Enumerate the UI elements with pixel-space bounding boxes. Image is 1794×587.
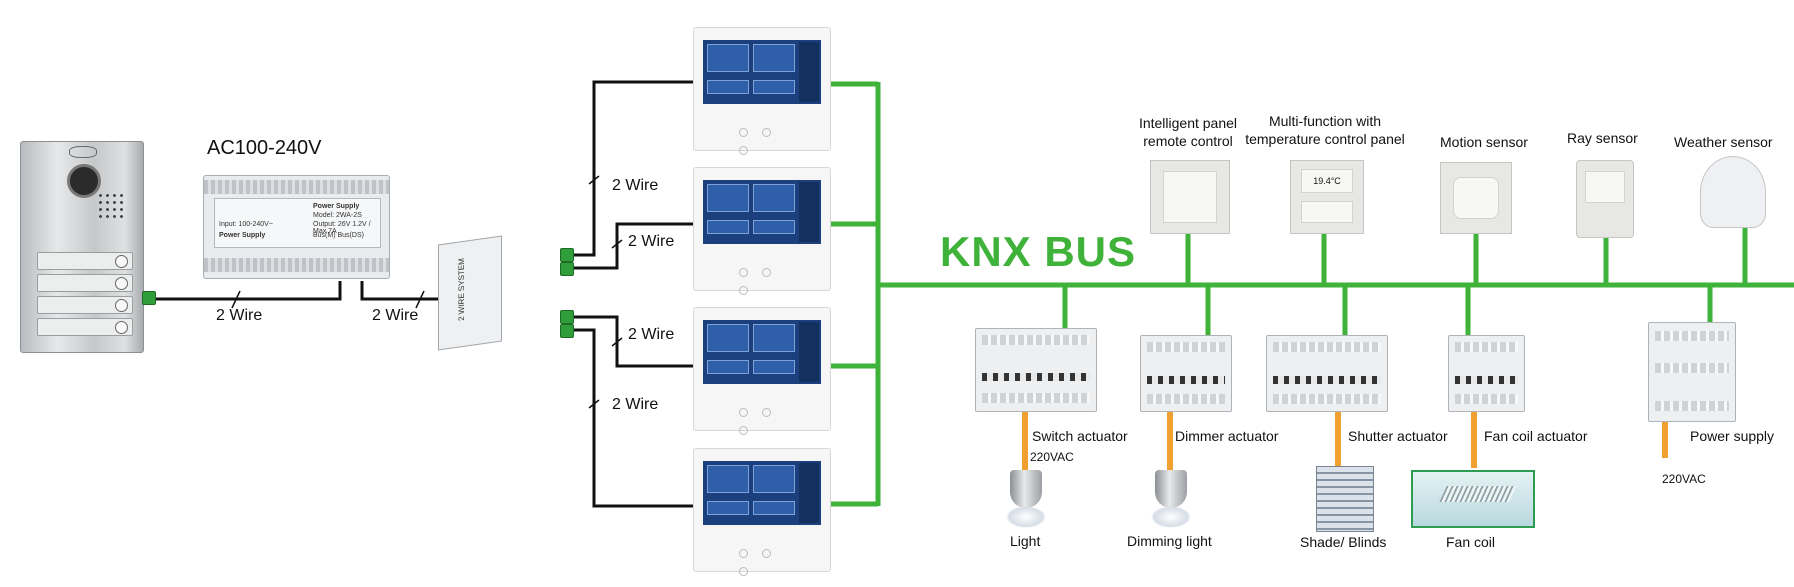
weather-sensor-device [1700, 156, 1766, 228]
knx-power-supply-device [1648, 322, 1736, 422]
wire-slash-marks [231, 175, 623, 409]
call-button-3 [37, 296, 133, 314]
monitor-keys [739, 264, 799, 295]
intelligent-panel-device [1150, 160, 1230, 234]
monitor-screen [703, 180, 821, 244]
wire-label-monitor-1: 2 Wire [612, 177, 659, 194]
label-220vac-power: 220VAC [1662, 472, 1706, 486]
terminal-block-icon [560, 262, 574, 276]
wire-label-monitor-2: 2 Wire [628, 233, 675, 250]
psu-face-ports: Bus(M) Bus(DS) [313, 232, 364, 239]
label-intelligent-panel: Intelligent panel remote control [1138, 115, 1238, 149]
door-station-logo [69, 146, 97, 158]
indoor-monitor-1 [693, 27, 831, 155]
monitor-keys [739, 404, 799, 435]
psu-label-panel: Power Supply Model: 2WA-2S Input: 100-24… [214, 198, 381, 248]
temperature-display: 19.4°C [1301, 169, 1353, 193]
switch-actuator-device [975, 328, 1097, 412]
wire-label-psu-splitter: 2 Wire [372, 307, 419, 324]
light-bulb-icon [1004, 466, 1048, 530]
label-dimming-light: Dimming light [1127, 533, 1212, 549]
label-light: Light [1010, 533, 1041, 549]
load-lines [1022, 410, 1668, 480]
camera-lens-icon [67, 164, 101, 198]
splitter-label: 2 WIRE SYSTEM [457, 257, 466, 322]
psu-face-input: Input: 100-240V~ [219, 221, 273, 228]
wire-psu-to-splitter [360, 281, 438, 301]
psu-face-output: Output: 26V 1.2V / Max 7A [313, 221, 371, 235]
dimming-light-bulb-icon [1149, 466, 1193, 530]
speaker-grille-icon [97, 192, 123, 222]
label-weather-sensor: Weather sensor [1674, 134, 1773, 150]
power-input-label: AC100-240V [207, 137, 322, 159]
indoor-monitor-2 [693, 167, 831, 295]
knx-bus-lines [829, 81, 1794, 507]
wire-door-to-psu [155, 281, 342, 301]
monitor-screen [703, 40, 821, 104]
label-fancoil-actuator: Fan coil actuator [1484, 428, 1588, 444]
monitor-screen [703, 461, 821, 525]
knx-bus-title: KNX BUS [940, 228, 1137, 275]
call-button-1 [37, 252, 133, 270]
label-ray-sensor: Ray sensor [1567, 130, 1638, 146]
terminal-block-icon [560, 324, 574, 338]
psu-face-brand: Power Supply [219, 232, 266, 239]
shutter-actuator-device [1266, 335, 1388, 412]
label-dimmer-actuator: Dimmer actuator [1175, 428, 1279, 444]
label-multifunction-panel: Multi-function with temperature control … [1245, 113, 1405, 147]
label-switch-actuator: Switch actuator [1032, 428, 1128, 444]
terminal-block-icon [560, 310, 574, 324]
wire-label-monitor-4: 2 Wire [612, 396, 659, 413]
power-supply-unit: Power Supply Model: 2WA-2S Input: 100-24… [203, 175, 390, 279]
indoor-monitor-3 [693, 307, 831, 435]
terminal-block-icon [560, 248, 574, 262]
psu-face-model: Model: 2WA-2S [313, 212, 362, 219]
label-motion-sensor: Motion sensor [1440, 134, 1528, 150]
monitor-keys [739, 545, 799, 576]
door-station [20, 141, 144, 353]
wire-label-door-psu: 2 Wire [216, 307, 263, 324]
fan-coil-unit-icon [1411, 470, 1535, 528]
two-wire-splitter: 2 WIRE SYSTEM [438, 235, 502, 351]
multifunction-panel-device: 19.4°C [1290, 160, 1364, 234]
wire-monitor-1 [574, 80, 693, 257]
label-shade-blinds: Shade/ Blinds [1300, 534, 1387, 550]
terminal-block-icon [142, 291, 156, 305]
fancoil-actuator-device [1448, 335, 1525, 412]
call-button-2 [37, 274, 133, 292]
call-button-4 [37, 318, 133, 336]
indoor-monitor-4 [693, 448, 831, 576]
psu-top-vents [204, 180, 389, 194]
wire-label-monitor-3: 2 Wire [628, 326, 675, 343]
monitor-keys [739, 124, 799, 155]
motion-sensor-device [1440, 162, 1512, 234]
shade-blinds-icon [1316, 466, 1374, 532]
label-220vac-switch: 220VAC [1030, 450, 1074, 464]
ray-sensor-device [1576, 160, 1634, 238]
psu-bottom-terminals [204, 258, 389, 272]
wire-monitor-2 [574, 222, 693, 270]
wire-monitor-4 [574, 328, 693, 508]
label-shutter-actuator: Shutter actuator [1348, 428, 1448, 444]
psu-face-title: Power Supply [313, 203, 360, 210]
monitor-screen [703, 320, 821, 384]
dimmer-actuator-device [1140, 335, 1232, 412]
label-power-supply: Power supply [1690, 428, 1775, 444]
label-fan-coil: Fan coil [1446, 534, 1496, 550]
